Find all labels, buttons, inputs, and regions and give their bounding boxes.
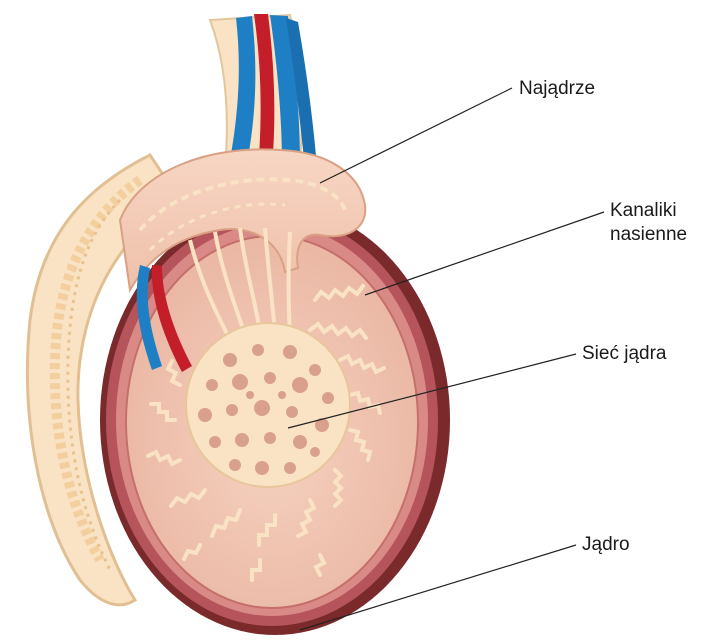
label-testis-text: Jądro	[582, 533, 630, 557]
label-seminiferous-tubules: Kanaliki nasienne	[610, 199, 687, 247]
label-epididymis: Najądrze	[519, 77, 595, 101]
leader-line-epididymis	[320, 88, 512, 183]
label-rete-text: Sieć jądra	[582, 342, 667, 366]
label-epididymis-text: Najądrze	[519, 77, 595, 101]
leader-line-tubules	[365, 212, 604, 295]
label-rete-testis: Sieć jądra	[582, 342, 667, 366]
spermatic-cord	[210, 14, 316, 170]
rete-testis	[186, 323, 350, 487]
label-tubules-line2: nasienne	[610, 223, 687, 247]
label-tubules-line1: Kanaliki	[610, 199, 687, 223]
label-testis: Jądro	[582, 533, 630, 557]
